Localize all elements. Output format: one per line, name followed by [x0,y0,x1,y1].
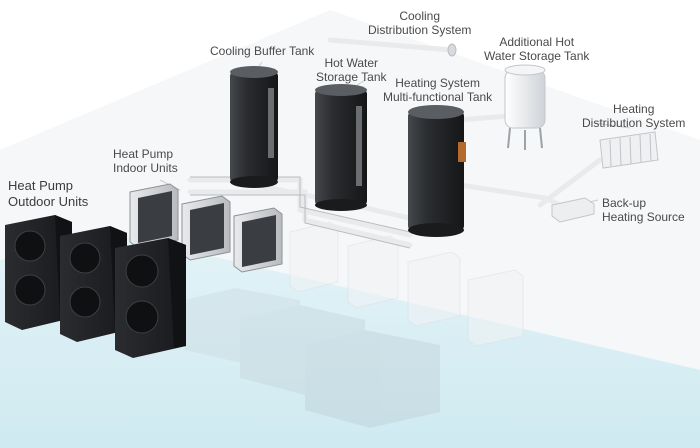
label-heating-multifunctional: Heating System Multi-functional Tank [383,76,492,104]
fan-icon [125,254,159,288]
fan-icon [125,300,159,334]
label-line: Back-up [602,196,647,210]
outdoor-units [5,215,186,358]
label-line: Heat Pump [113,147,174,161]
label-line: Outdoor Units [8,194,89,209]
heating-multifunctional-tank [408,105,466,237]
label-line: Hot Water [324,56,379,70]
outdoor-unit [115,238,186,358]
radiator-icon [599,131,659,169]
label-hot-water-storage: Hot Water Storage Tank [316,56,387,84]
label-additional-hot-water: Additional Hot Water Storage Tank [484,35,589,63]
label-line: Cooling [399,9,441,23]
backup-heating-box [551,197,595,223]
fan-icon [14,230,46,262]
ghost-units [289,221,524,347]
fan-icon [69,286,101,318]
label-backup-heating: Back-up Heating Source [602,196,685,224]
label-line: Distribution System [582,116,686,130]
label-line: Storage Tank [316,70,387,84]
label-line: Water Storage Tank [484,49,590,63]
label-line: Distribution System [368,23,472,37]
label-line: Heat Pump [8,178,74,193]
cooling-outlet [447,43,457,57]
label-line: Additional Hot [499,35,575,49]
cooling-buffer-tank [230,66,278,188]
label-cooling-distribution: Cooling Distribution System [368,9,471,37]
label-line: Multi-functional Tank [383,90,493,104]
indoor-unit [181,195,231,261]
fan-icon [14,274,46,306]
reflection-group [185,288,440,428]
fan-icon [69,242,101,274]
label-line: Heating [613,102,655,116]
label-indoor-units: Heat Pump Indoor Units [113,147,178,175]
indoor-units [129,183,283,273]
label-line: Indoor Units [113,161,178,175]
label-heating-distribution: Heating Distribution System [582,102,685,130]
indoor-unit [129,183,179,249]
label-line: Cooling Buffer Tank [210,44,315,58]
label-line: Heating Source [602,210,685,224]
label-line: Heating System [395,76,480,90]
label-outdoor-units: Heat Pump Outdoor Units [8,178,88,210]
indoor-unit [233,207,283,273]
hot-water-storage-tank [315,84,367,211]
label-cooling-buffer-tank: Cooling Buffer Tank [210,44,314,58]
additional-hot-water-tank [504,64,546,150]
